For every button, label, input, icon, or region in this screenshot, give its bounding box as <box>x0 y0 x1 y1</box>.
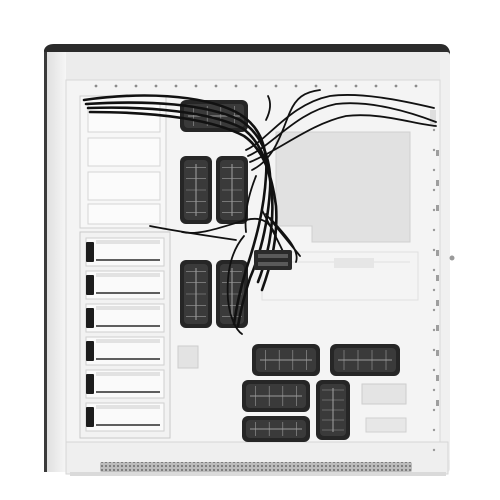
optical-bay-slot <box>87 171 161 201</box>
tray-cutouts <box>177 110 436 433</box>
rivet <box>294 84 298 88</box>
power-cable <box>86 106 274 284</box>
rivet <box>432 388 436 392</box>
rivet <box>432 288 436 292</box>
case-left-bezel <box>44 52 66 472</box>
power-cable <box>88 110 278 292</box>
drive-tray-handle <box>86 308 94 328</box>
edge-hole <box>436 250 439 256</box>
cpu-backplate-cutout <box>275 131 411 243</box>
edge-hole <box>436 300 439 306</box>
rivet <box>234 84 238 88</box>
rivet <box>374 84 378 88</box>
rivet <box>432 168 436 172</box>
hard-drive-cage <box>79 231 171 439</box>
rivet <box>432 188 436 192</box>
io-label-text-area <box>334 258 374 268</box>
optical-bay-slot <box>87 137 161 167</box>
edge-hole <box>436 205 439 211</box>
edge-hole <box>436 375 439 381</box>
rivet <box>432 328 436 332</box>
case-left-dark-strip <box>44 52 47 472</box>
small-square-cutout <box>177 345 199 369</box>
edge-hole <box>436 180 439 186</box>
rect-cutout-bottom <box>365 417 407 433</box>
edge-hole <box>436 325 439 331</box>
drive-tray-rail <box>96 405 160 409</box>
cable-grommets <box>180 100 400 442</box>
rivet <box>314 84 318 88</box>
optical-drive-bays <box>79 95 167 229</box>
drive-tray-handle <box>86 407 94 427</box>
rivet <box>432 428 436 432</box>
side-panel-screw <box>449 255 455 261</box>
drive-tray-handle <box>86 242 94 262</box>
rivet <box>394 84 398 88</box>
rivet <box>334 84 338 88</box>
power-cable <box>149 225 237 241</box>
edge-hole <box>436 275 439 281</box>
power-cable <box>265 95 272 121</box>
rivet <box>254 84 258 88</box>
rivet <box>354 84 358 88</box>
fan-hub-board <box>254 250 292 270</box>
rivet <box>432 308 436 312</box>
fan-hub-connector <box>254 250 292 270</box>
rivet <box>432 368 436 372</box>
rivet <box>114 84 118 88</box>
rivet <box>154 84 158 88</box>
rivet <box>274 84 278 88</box>
tray-rivets <box>94 84 436 452</box>
fan-hub-pins <box>258 262 288 266</box>
power-cable <box>226 235 245 335</box>
right-edge-holes <box>436 150 439 406</box>
drive-tray-handle <box>86 341 94 361</box>
drive-tray-rail <box>96 273 160 277</box>
edge-hole <box>436 350 439 356</box>
rivet <box>432 268 436 272</box>
power-cable <box>251 89 321 171</box>
rivet <box>134 84 138 88</box>
power-cable <box>249 114 437 163</box>
optical-bay-slot <box>87 203 161 225</box>
edge-hole <box>436 150 439 156</box>
bottom-vent-grille <box>100 462 412 472</box>
drive-tray-rail <box>96 372 160 376</box>
rivet <box>432 228 436 232</box>
right-edge-slot <box>430 110 436 126</box>
power-cable <box>269 217 298 263</box>
drive-tray-rail <box>96 339 160 343</box>
power-cable <box>244 175 257 233</box>
cable-bundle <box>82 89 437 335</box>
rivet <box>432 148 436 152</box>
rivet <box>432 448 436 452</box>
drive-tray-rail <box>96 306 160 310</box>
edge-hole <box>436 400 439 406</box>
power-cable <box>247 102 437 157</box>
case-foot-shadow <box>70 472 446 476</box>
power-cable <box>245 94 435 151</box>
rivet <box>432 128 436 132</box>
rivet <box>174 84 178 88</box>
drive-tray-rail <box>96 240 160 244</box>
rivet <box>414 84 418 88</box>
rivet <box>214 84 218 88</box>
rect-cutout-lower <box>361 383 407 405</box>
drive-tray-handle <box>86 275 94 295</box>
rivet <box>432 248 436 252</box>
rivet <box>432 208 436 212</box>
rivet <box>432 348 436 352</box>
rivet <box>432 408 436 412</box>
case-right-rim <box>440 60 450 460</box>
rivet <box>194 84 198 88</box>
drive-tray-handle <box>86 374 94 394</box>
fan-hub-pins <box>258 254 288 258</box>
rivet <box>94 84 98 88</box>
